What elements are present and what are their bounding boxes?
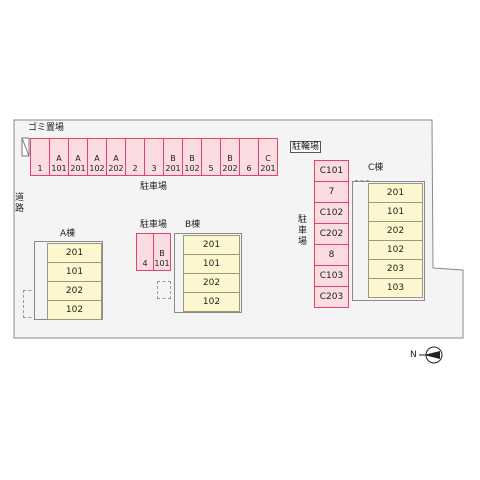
north-label: N [410, 350, 417, 360]
parking-space-label: A [75, 154, 81, 163]
parking-space-number: 102 [89, 164, 105, 173]
parking-space-label: A [94, 154, 100, 163]
parking-space-number: 3 [151, 164, 157, 173]
parking-space-number: 6 [246, 164, 252, 173]
parking-label-middle: 駐車場 [140, 220, 168, 230]
parking-space-number: 202 [222, 164, 238, 173]
parking-space-number: 7 [328, 187, 335, 197]
apartment-unit: 202 [47, 281, 102, 301]
parking-space-label: A [113, 154, 119, 163]
parking-label-top: 駐車場 [140, 182, 168, 192]
parking-space-number: 201 [70, 164, 86, 173]
parking-space: C101 [314, 160, 349, 182]
parking-space-number: 2 [132, 164, 138, 173]
parking-space-number: C103 [319, 271, 344, 281]
parking-space-number: 202 [108, 164, 124, 173]
parking-space-number: 101 [51, 164, 67, 173]
parking-space: 4 [136, 233, 154, 271]
parking-space-number: C203 [319, 292, 344, 302]
road-label: 道路 [14, 193, 24, 214]
parking-space: C103 [314, 265, 349, 287]
parking-space: C102 [314, 202, 349, 224]
parking-space: 3 [144, 138, 164, 176]
parking-space: 1 [30, 138, 50, 176]
parking-space: C203 [314, 286, 349, 308]
building-b-label: B棟 [185, 220, 201, 230]
apartment-unit: 102 [183, 292, 240, 312]
north-compass: N [410, 345, 444, 365]
parking-space-number: 8 [328, 250, 335, 260]
apartment-unit: 201 [183, 235, 240, 255]
parking-space: 7 [314, 181, 349, 203]
parking-space-label: B [170, 154, 176, 163]
apartment-unit: 201 [47, 243, 102, 263]
parking-space-label: C [265, 154, 271, 163]
apartment-unit: 101 [183, 254, 240, 274]
parking-space-label: B [227, 154, 233, 163]
parking-space-number: 101 [154, 259, 170, 268]
parking-label-right: 駐車場 [297, 215, 307, 247]
apartment-unit: 102 [368, 240, 423, 260]
apartment-unit: 202 [183, 273, 240, 293]
parking-space-number: C101 [319, 166, 344, 176]
parking-space-number: 5 [208, 164, 214, 173]
dashed-area-middle [157, 281, 171, 299]
parking-space-number: C202 [319, 229, 344, 239]
parking-space: 6 [239, 138, 259, 176]
garbage-area-label: ゴミ置場 [28, 123, 65, 133]
parking-space-label: B [189, 154, 195, 163]
apartment-unit: 103 [368, 278, 423, 298]
parking-space: 5 [201, 138, 221, 176]
apartment-unit: 101 [47, 262, 102, 282]
parking-space: 8 [314, 244, 349, 266]
north-arrow-icon [419, 346, 443, 364]
parking-space-number: 201 [260, 164, 276, 173]
apartment-unit: 201 [368, 183, 423, 203]
parking-space: C202 [314, 223, 349, 245]
bicycle-parking-label: 駐輪場 [290, 141, 322, 153]
parking-space: 2 [125, 138, 145, 176]
parking-space-label: A [56, 154, 62, 163]
parking-space-number: 1 [37, 164, 43, 173]
building-a-label: A棟 [60, 229, 76, 239]
apartment-unit: 203 [368, 259, 423, 279]
parking-space-number: C102 [319, 208, 344, 218]
parking-space-number: 102 [184, 164, 200, 173]
parking-space-label: B [159, 249, 165, 258]
apartment-unit: 101 [368, 202, 423, 222]
building-c-label: C棟 [368, 163, 384, 173]
apartment-unit: 202 [368, 221, 423, 241]
apartment-unit: 102 [47, 300, 102, 320]
parking-space-number: 201 [165, 164, 181, 173]
parking-space-number: 4 [142, 259, 148, 268]
